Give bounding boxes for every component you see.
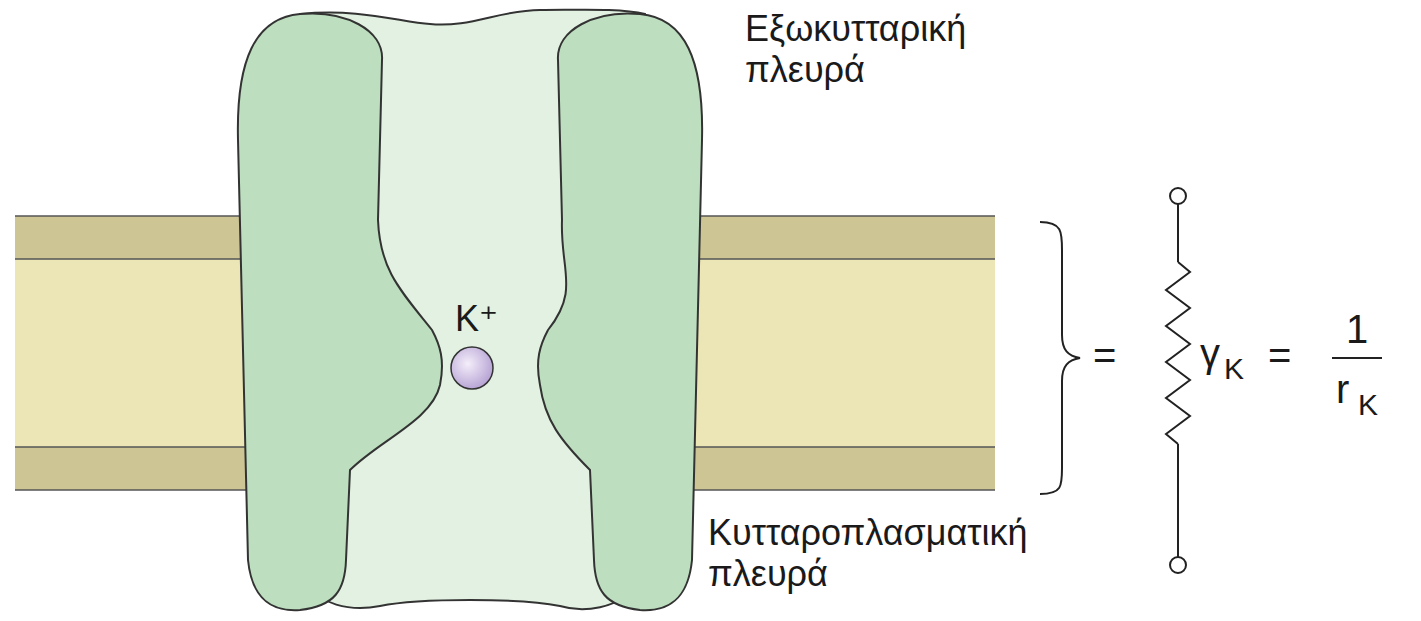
- brace: [1040, 222, 1080, 494]
- resistance-symbol: r: [1336, 366, 1349, 412]
- resistor-symbol: [1166, 188, 1190, 573]
- channel-subunit: [238, 13, 442, 610]
- equals-sign: =: [1268, 332, 1291, 378]
- equals-sign: =: [1093, 332, 1116, 378]
- fraction-bar: [1332, 357, 1382, 359]
- conductance-symbol: γ: [1200, 330, 1220, 376]
- side-label: Κυτταροπλασματική πλευρά: [708, 512, 1038, 595]
- ion-label: K⁺: [455, 298, 498, 339]
- subscript: K: [1358, 388, 1378, 423]
- potassium-ion: [451, 347, 493, 389]
- channel-subunit: [538, 13, 702, 610]
- side-label: Εξωκυτταρική πλευρά: [745, 8, 1045, 91]
- numerator: 1: [1346, 306, 1368, 352]
- subscript: K: [1224, 352, 1244, 387]
